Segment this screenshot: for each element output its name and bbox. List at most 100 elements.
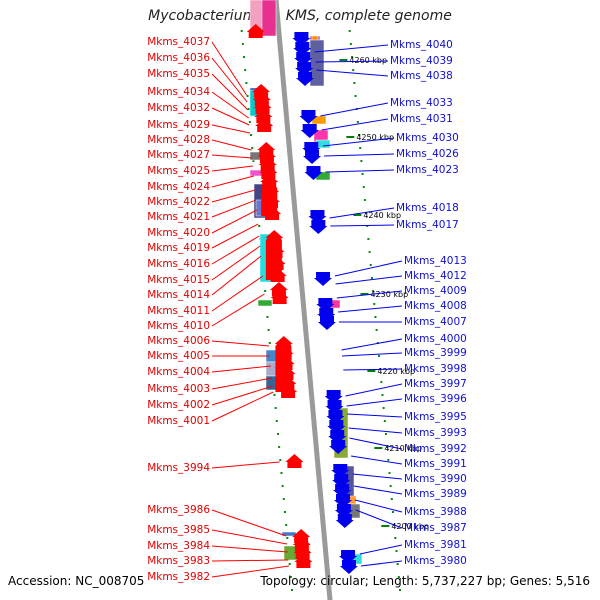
gene-label-right: Mkms_4039	[390, 55, 453, 67]
kbp-label: 4250 kbp	[356, 133, 394, 142]
guide-dot	[289, 576, 292, 578]
gene-label-left: Mkms_4037	[147, 36, 210, 48]
gene-label-left: Mkms_4011	[147, 305, 210, 317]
gene-arrow-left	[269, 282, 288, 296]
leader-line-right	[323, 137, 395, 147]
gene-block-left	[261, 180, 278, 216]
leader-line-right	[338, 305, 403, 313]
guide-dot	[349, 43, 352, 45]
leader-line-left	[211, 223, 259, 249]
gene-arrow-left	[257, 149, 276, 163]
gene-arrow-right	[294, 52, 313, 66]
gene-label-left: Mkms_4029	[147, 119, 210, 131]
gene-label-right: Mkms_4018	[396, 202, 459, 214]
leader-line-left	[211, 165, 254, 172]
gene-arrow-right	[335, 514, 354, 528]
gene-label-right: Mkms_3995	[404, 411, 467, 423]
gene-arrow-left	[252, 84, 271, 98]
guide-dot	[396, 563, 399, 565]
leader-line-left	[211, 235, 260, 265]
gene-label-right: Mkms_3999	[404, 347, 467, 359]
kbp-label: 4260 kbp	[349, 56, 387, 65]
guide-dot	[250, 134, 253, 136]
guide-dot	[280, 472, 283, 474]
gene-arrow-left	[293, 545, 312, 559]
leader-line-right	[353, 485, 403, 495]
leader-line-right	[334, 260, 403, 277]
guide-dot	[356, 121, 359, 123]
gene-label-left: Mkms_4015	[147, 274, 210, 286]
gene-label-right: Mkms_4000	[404, 333, 467, 345]
guide-dot	[369, 264, 372, 266]
guide-dot	[274, 407, 277, 409]
leader-line-right	[355, 509, 403, 529]
leader-line-right	[335, 275, 403, 285]
gene-label-right: Mkms_3996	[404, 393, 467, 405]
gene-arrow-right	[293, 42, 312, 56]
kbp-tick-mark	[339, 59, 348, 61]
gene-label-left: Mkms_4024	[147, 181, 210, 193]
gene-arrow-right	[334, 504, 353, 518]
leader-line-left	[211, 559, 289, 562]
guide-dot	[390, 498, 393, 500]
leader-line-right	[320, 102, 389, 117]
topology-text: Topology: circular; Length: 5,737,227 bp…	[260, 574, 590, 588]
gene-arrow-left	[285, 454, 304, 468]
leader-line-right	[359, 544, 403, 555]
gene-label-right: Mkms_3989	[404, 488, 467, 500]
guide-dot	[273, 394, 276, 396]
leader-line-right	[350, 455, 403, 465]
gene-arrow-right	[329, 440, 348, 454]
guide-dot	[268, 342, 271, 344]
gene-label-right: Mkms_3981	[404, 539, 467, 551]
kbp-tick-mark	[353, 214, 362, 216]
gene-arrow-right	[334, 494, 352, 508]
gene-label-right: Mkms_4017	[396, 219, 459, 231]
gene-arrow-right	[304, 166, 323, 180]
leader-line-right	[342, 352, 403, 357]
gene-label-right: Mkms_3993	[404, 427, 467, 439]
gene-label-left: Mkms_4035	[147, 68, 210, 80]
leader-line-left	[211, 245, 261, 281]
gene-arrow-right	[339, 560, 358, 574]
gene-arrow-left	[246, 24, 265, 38]
guide-dot	[348, 30, 351, 32]
gene-label-right: Mkms_3980	[404, 555, 467, 567]
guide-dot	[275, 420, 278, 422]
gene-arrow-left	[292, 537, 311, 551]
leader-line-left	[211, 385, 273, 406]
leader-line-right	[346, 398, 403, 407]
gene-arrow-right	[296, 72, 315, 86]
guide-dot	[283, 511, 286, 513]
gene-label-left: Mkms_3994	[147, 462, 210, 474]
guide-dot	[358, 134, 361, 136]
guide-dot	[383, 420, 386, 422]
gene-arrow-right	[325, 400, 344, 414]
gene-label-right: Mkms_4009	[404, 285, 467, 297]
guide-dot	[381, 394, 384, 396]
gene-arrow-right	[295, 62, 314, 76]
gene-label-left: Mkms_3984	[147, 540, 210, 552]
kbp-tick-mark	[374, 447, 383, 449]
gene-arrow-right	[302, 142, 321, 156]
guide-dot	[252, 160, 255, 162]
gene-arrow-right	[324, 390, 343, 404]
gene-label-right: Mkms_4038	[390, 70, 453, 82]
guide-dot	[377, 355, 380, 357]
gene-arrow-right	[292, 32, 311, 46]
gene-label-right: Mkms_4026	[396, 148, 459, 160]
leader-line-right	[348, 427, 403, 434]
gene-label-left: Mkms_4032	[147, 102, 210, 114]
gene-label-right: Mkms_3987	[404, 522, 467, 534]
kbp-tick-mark	[381, 525, 390, 527]
leader-line-right	[343, 368, 403, 371]
gene-label-left: Mkms_3983	[147, 555, 210, 567]
gene-label-right: Mkms_3997	[404, 378, 467, 390]
guide-dot	[389, 485, 392, 487]
guide-dot	[245, 82, 248, 84]
gene-arrow-left	[254, 109, 273, 123]
kbp-label: 4200 kbp	[391, 522, 429, 531]
guide-dot	[243, 56, 246, 58]
guide-dot	[391, 511, 394, 513]
